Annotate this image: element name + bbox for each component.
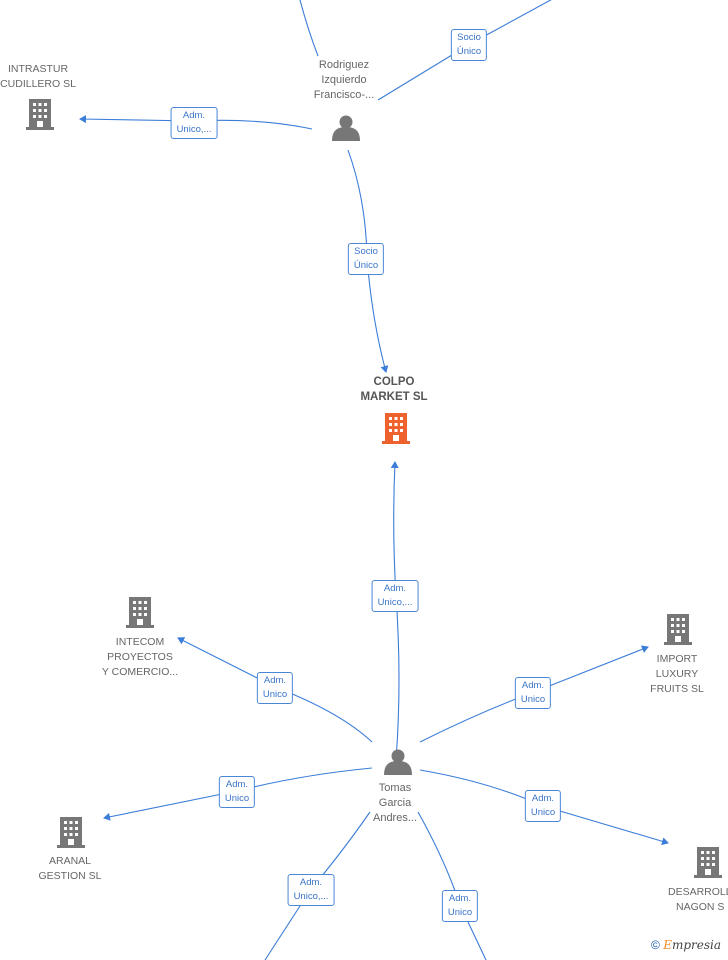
relation-badge-adm-colpo[interactable]: Adm. Unico,...	[371, 580, 419, 612]
node-label-line: NAGON S	[676, 901, 725, 913]
node-label-line: Garcia	[378, 797, 412, 809]
relation-text: Unico	[447, 907, 473, 918]
building-icon-intrastur[interactable]	[26, 99, 54, 130]
node-label-line: Izquierdo	[321, 74, 367, 86]
node-label-import[interactable]: IMPORT LUXURY FRUITS SL	[650, 652, 704, 697]
brand-name: mpresia	[671, 938, 722, 952]
relation-text: Adm.	[182, 110, 206, 121]
relation-badge-adm-bottom-left[interactable]: Adm. Unico,...	[287, 874, 335, 906]
node-label-line: COLPO	[373, 376, 415, 388]
node-label-line: Rodriguez	[318, 59, 370, 71]
edge-rodriguez-up	[299, 0, 319, 57]
node-label-line: IMPORT	[656, 653, 698, 665]
node-label-line: Andres...	[372, 812, 418, 824]
relation-text: Adm.	[225, 779, 249, 790]
relation-text: Adm.	[448, 893, 472, 904]
person-icon-rodriguez[interactable]	[332, 115, 360, 142]
person-icon-tomas[interactable]	[384, 749, 412, 776]
relation-text: Unico	[262, 689, 288, 700]
relation-text: Socio	[457, 32, 481, 43]
relation-text: Adm.	[299, 877, 323, 888]
node-label-aranal[interactable]: ARANAL GESTION SL	[38, 854, 101, 884]
node-label-intrastur[interactable]: INTRASTUR CUDILLERO SL	[0, 62, 76, 92]
node-label-line: MARKET SL	[360, 391, 428, 403]
relation-text: Unico	[224, 793, 250, 804]
relation-text: Adm.	[521, 680, 545, 691]
node-label-line: INTRASTUR	[7, 63, 69, 75]
relation-text: Unico	[520, 694, 546, 705]
relation-badge-adm-import[interactable]: Adm. Unico	[514, 677, 552, 709]
node-label-intecom[interactable]: INTECOM PROYECTOS Y COMERCIO...	[102, 635, 178, 680]
node-label-line: Y COMERCIO...	[101, 666, 179, 678]
relation-text: Unico,...	[293, 891, 329, 902]
node-label-line: INTECOM	[115, 636, 165, 648]
relation-text: Adm.	[263, 675, 287, 686]
copyright-icon: ©	[651, 938, 660, 952]
relation-text: Único	[353, 260, 379, 271]
relation-text: Unico,...	[377, 597, 413, 608]
relation-badge-socio-top[interactable]: Socio Único	[450, 29, 488, 61]
node-label-line: LUXURY	[655, 668, 699, 680]
node-label-line: GESTION SL	[38, 870, 102, 882]
edge-tomas-bottom-right	[417, 811, 487, 960]
relation-badge-adm-intecom[interactable]: Adm. Unico	[256, 672, 294, 704]
relation-text: Adm.	[383, 583, 407, 594]
relation-text: Unico,...	[176, 124, 212, 135]
node-label-line: ARANAL	[48, 855, 92, 867]
building-icon-colpo[interactable]	[382, 413, 410, 444]
building-icon-aranal[interactable]	[57, 817, 85, 848]
relation-badge-adm-intrastur[interactable]: Adm. Unico,...	[170, 107, 218, 139]
relation-badge-adm-aranal[interactable]: Adm. Unico	[218, 776, 256, 808]
building-icon-intecom[interactable]	[126, 597, 154, 628]
relation-text: Socio	[354, 246, 378, 257]
relation-text: Único	[456, 46, 482, 57]
node-label-line: Francisco-...	[313, 89, 375, 101]
relation-badge-adm-desarrollo[interactable]: Adm. Unico	[524, 790, 562, 822]
brand-initial: E	[663, 938, 672, 952]
node-label-line: CUDILLERO SL	[0, 78, 76, 90]
node-label-line: DESARROLL	[668, 886, 728, 898]
relation-text: Adm.	[531, 793, 555, 804]
node-label-desarrollo[interactable]: DESARROLL NAGON S	[668, 885, 728, 915]
node-label-line: FRUITS SL	[650, 683, 704, 695]
building-icon-desarrollo[interactable]	[694, 847, 722, 878]
node-label-tomas[interactable]: Tomas Garcia Andres...	[373, 781, 417, 826]
relation-text: Unico	[530, 807, 556, 818]
relation-badge-socio-colpo[interactable]: Socio Único	[347, 243, 385, 275]
node-label-rodriguez[interactable]: Rodriguez Izquierdo Francisco-...	[314, 58, 375, 103]
node-label-colpo[interactable]: COLPO MARKET SL	[360, 375, 427, 405]
node-label-line: Tomas	[378, 782, 412, 794]
relation-badge-adm-bottom-right[interactable]: Adm. Unico	[441, 890, 479, 922]
building-icon-import[interactable]	[664, 614, 692, 645]
empresia-watermark[interactable]: © Empresia	[651, 938, 721, 952]
node-label-line: PROYECTOS	[107, 651, 173, 663]
